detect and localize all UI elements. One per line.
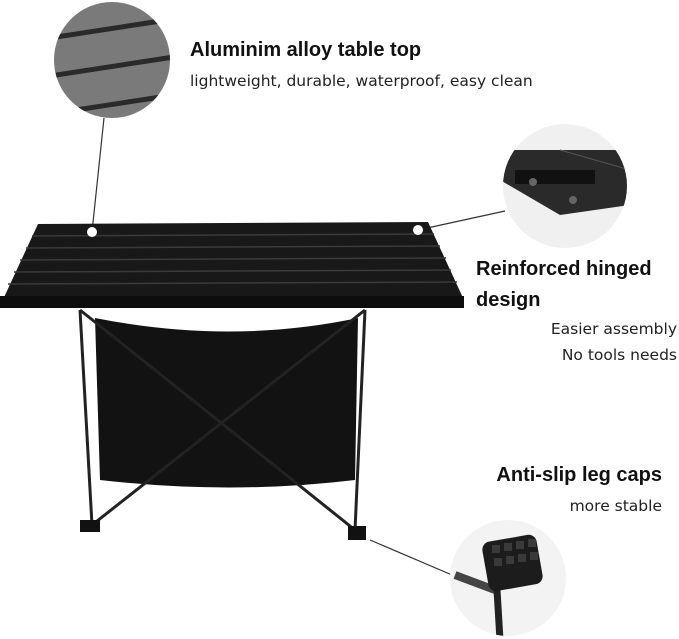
feature-subtitle-leg-caps: more stable xyxy=(569,497,662,515)
leg-cap-closeup-icon xyxy=(450,520,566,636)
feature-title-hinge-line1: Reinforced hinged xyxy=(476,258,652,280)
hinge-closeup-icon xyxy=(503,124,627,248)
callout-line-hinge xyxy=(417,210,506,231)
feature-subtitle-table-top: lightweight, durable, waterproof, easy c… xyxy=(190,72,533,90)
camping-table-photo xyxy=(0,222,464,540)
callout-line-leg xyxy=(369,539,453,576)
table-top-closeup-icon xyxy=(54,2,170,118)
feature-subtitle-hinge-line2: No tools needs xyxy=(561,346,677,364)
callout-line-top xyxy=(91,117,105,233)
feature-subtitle-hinge-line1: Easier assembly xyxy=(550,320,677,338)
feature-title-hinge-line2: design xyxy=(476,289,541,311)
feature-title-leg-caps: Anti-slip leg caps xyxy=(496,464,662,486)
feature-title-table-top: Aluminim alloy table top xyxy=(190,39,422,61)
